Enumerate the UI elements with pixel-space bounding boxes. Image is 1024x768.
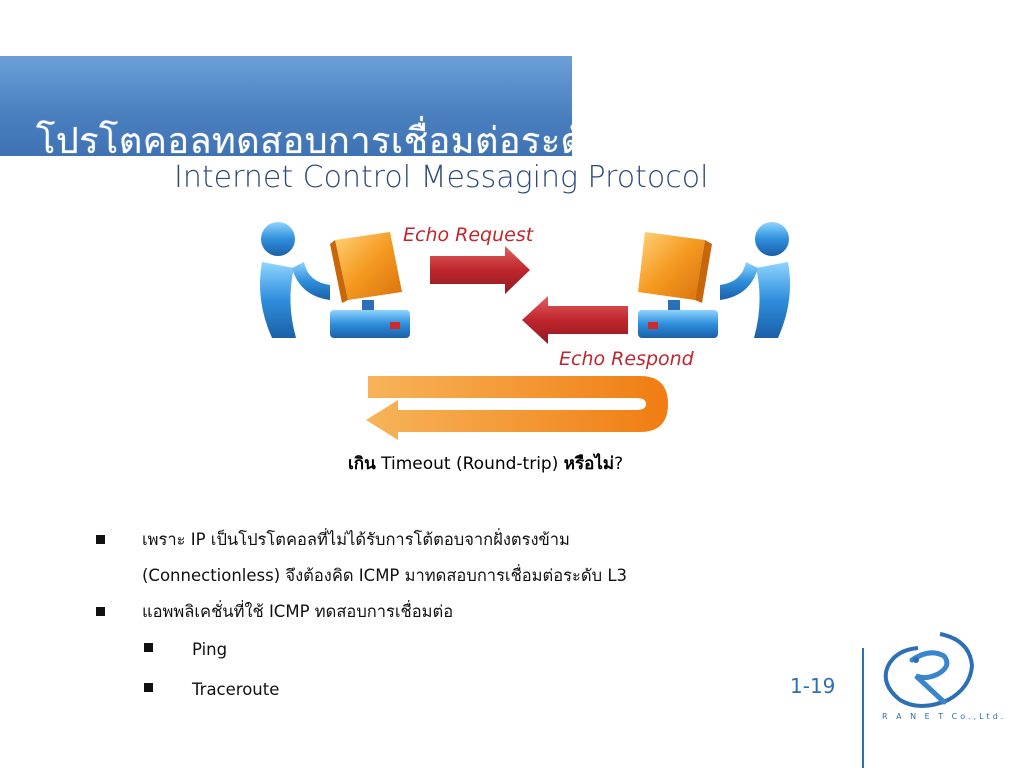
- page-number: 1-19: [790, 674, 836, 698]
- echo-respond-label: Echo Respond: [559, 348, 694, 370]
- bullet-text: เพราะ IP เป็นโปรโตคอลที่ไม่ได้รับการโต้ต…: [142, 530, 570, 549]
- sub-bullet-text: Traceroute: [192, 680, 280, 699]
- bullet-text: แอพพลิเคชั่นที่ใช้ ICMP ทดสอบการเชื่อมต่…: [142, 602, 454, 621]
- bullet-square-icon: [96, 535, 105, 544]
- bullet-square-icon: [144, 683, 153, 692]
- echo-request-arrow: [430, 246, 530, 294]
- bullet-text: (Connectionless) จึงต้องคิด ICMP มาทดสอบ…: [142, 566, 628, 585]
- sub-bullet-ping: Ping: [144, 630, 816, 670]
- bullet-item-apps: แอพพลิเคชั่นที่ใช้ ICMP ทดสอบการเชื่อมต่…: [96, 594, 816, 630]
- title-band: [0, 56, 572, 156]
- slide-title-thai: โปรโตคอลทดสอบการเชื่อมต่อระดับ L3: [36, 121, 664, 162]
- bullet-list: เพราะ IP เป็นโปรโตคอลที่ไม่ได้รับการโต้ต…: [96, 522, 816, 710]
- timeout-qmark: ?: [614, 454, 624, 474]
- right-person-icon: [720, 222, 791, 338]
- right-computer-icon: [638, 232, 718, 338]
- bullet-item-ip: เพราะ IP เป็นโปรโตคอลที่ไม่ได้รับการโต้ต…: [96, 522, 816, 594]
- echo-request-label: Echo Request: [403, 224, 534, 246]
- sub-bullet-traceroute: Traceroute: [144, 670, 816, 710]
- timeout-suffix: หรือไม่: [563, 454, 615, 474]
- bullet-square-icon: [96, 607, 105, 616]
- sub-bullet-text: Ping: [192, 640, 228, 659]
- footer-divider: [862, 648, 864, 768]
- round-trip-loop-arrow: [366, 376, 668, 440]
- ranet-logo-icon: [883, 632, 975, 708]
- left-computer-icon: [330, 232, 410, 338]
- left-person-icon: [259, 222, 330, 338]
- logo-text: R A N E T Co.,Ltd.: [882, 712, 1007, 721]
- bullet-square-icon: [144, 643, 153, 652]
- slide-title-english: Internet Control Messaging Protocol: [174, 160, 709, 195]
- timeout-prefix: เกิน: [348, 454, 376, 474]
- timeout-middle: Timeout (Round-trip): [375, 454, 564, 474]
- echo-respond-arrow: [522, 296, 628, 344]
- timeout-question: เกิน Timeout (Round-trip) หรือไม่?: [348, 450, 708, 477]
